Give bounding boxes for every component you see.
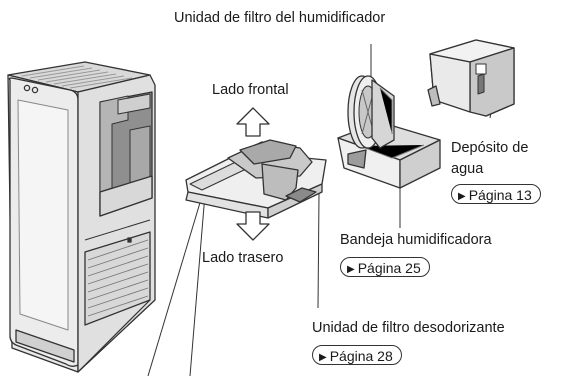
play-triangle-icon: ▶ <box>458 191 466 202</box>
deodorizing-filter-unit-label: Unidad de filtro desodorizante <box>312 320 505 336</box>
humidifying-tray-label: Bandeja humidificadora <box>340 232 492 248</box>
play-triangle-icon: ▶ <box>347 264 355 275</box>
humidifying-tray-drawing <box>337 75 441 189</box>
air-purifier-unit <box>7 61 156 373</box>
deodorizing-filter-unit-drawing <box>185 139 327 219</box>
page-ref-water-tank-text: Página 13 <box>468 187 532 203</box>
front-side-label: Lado frontal <box>212 82 289 98</box>
water-tank-label-line1: Depósito de <box>451 140 529 156</box>
rear-side-label: Lado trasero <box>202 250 284 266</box>
up-arrow-icon <box>236 107 270 137</box>
water-tank-label-line2: agua <box>451 161 484 177</box>
page-ref-humidifying-tray[interactable]: ▶Página 25 <box>340 257 430 277</box>
page-ref-humidifying-tray-text: Página 25 <box>357 260 421 276</box>
water-tank-label: Depósito de agua <box>451 138 528 180</box>
page-ref-deodorizing-filter-unit-text: Página 28 <box>329 348 393 364</box>
play-triangle-icon: ▶ <box>319 352 327 363</box>
down-arrow-icon <box>236 211 270 241</box>
page-ref-deodorizing-filter-unit[interactable]: ▶Página 28 <box>312 345 402 365</box>
water-tank-drawing <box>427 39 515 117</box>
page-ref-water-tank[interactable]: ▶Página 13 <box>451 184 541 204</box>
humidifier-filter-unit-label: Unidad de filtro del humidificador <box>174 10 386 26</box>
direction-arrows <box>236 107 270 241</box>
